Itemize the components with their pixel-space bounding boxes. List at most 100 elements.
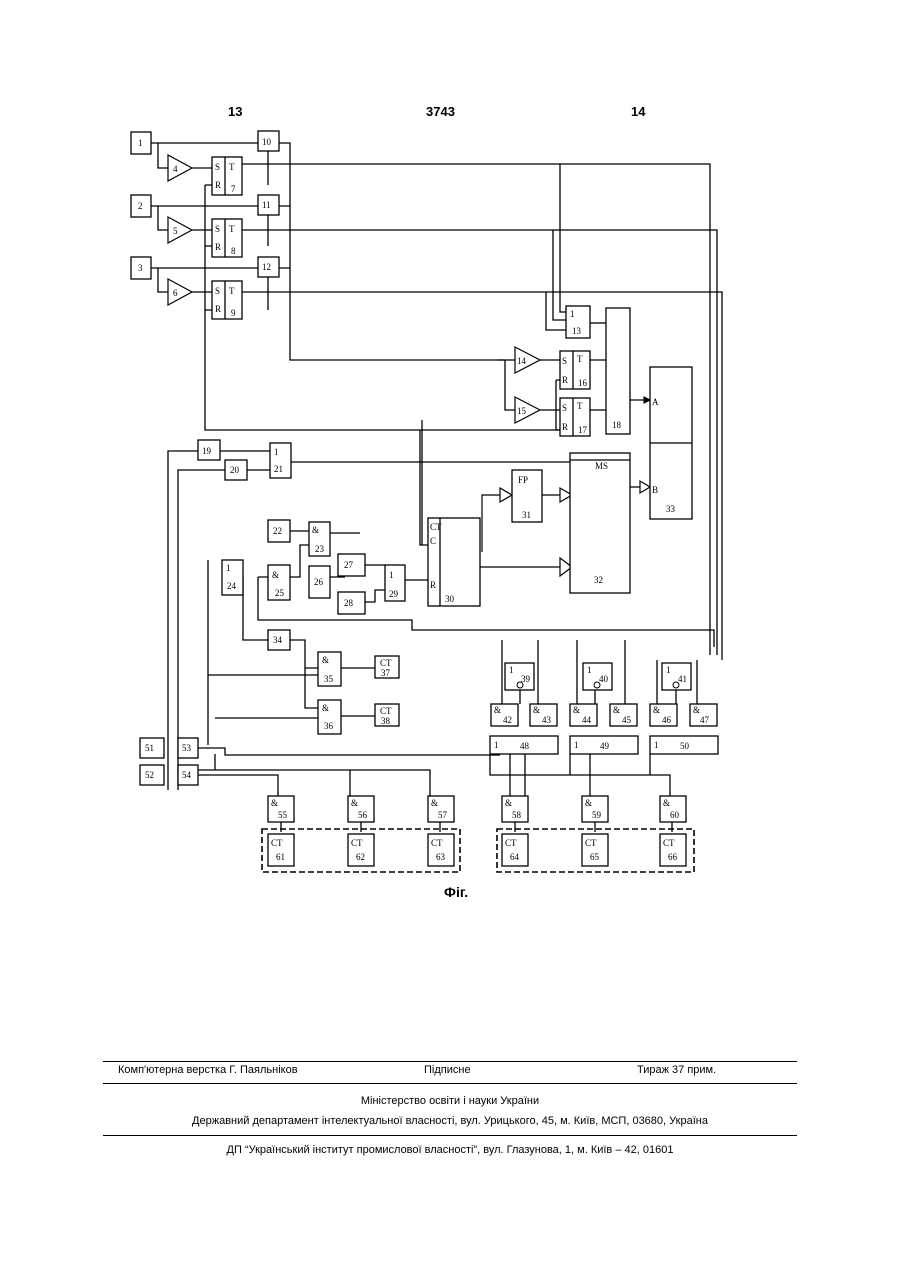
label-reset: R <box>562 422 568 432</box>
label-block-51: 51 <box>145 743 154 753</box>
label-block-10: 10 <box>262 137 272 147</box>
label-block-59: 59 <box>592 810 602 820</box>
label-block-29: 29 <box>389 589 399 599</box>
label-block-26: 26 <box>314 577 324 587</box>
footer-layout: Комп'ютерна верстка Г. Паяльніков <box>118 1064 298 1076</box>
label-block-19: 19 <box>202 446 212 456</box>
label-reset: R <box>215 180 221 190</box>
label-block-36: 36 <box>324 721 334 731</box>
label-and: & <box>322 655 329 665</box>
label-block-1: 1 <box>138 138 143 148</box>
label-set: S <box>215 162 220 172</box>
label-and: & <box>573 705 580 715</box>
label-port-b: B <box>652 485 658 495</box>
label-block-20: 20 <box>230 465 240 475</box>
label-block-54: 54 <box>182 770 192 780</box>
label-and: & <box>271 798 278 808</box>
label-block-53: 53 <box>182 743 192 753</box>
label-block-50: 50 <box>680 741 690 751</box>
label-and: & <box>505 798 512 808</box>
label-block-4: 4 <box>173 164 178 174</box>
footer-signed: Підписне <box>424 1064 471 1076</box>
label-or: 1 <box>226 563 231 573</box>
label-block-37: 37 <box>381 668 391 678</box>
label-block-57: 57 <box>438 810 448 820</box>
label-block-45: 45 <box>622 715 632 725</box>
label-and: & <box>585 798 592 808</box>
label-reset: R <box>215 304 221 314</box>
label-and: & <box>312 525 319 535</box>
label-block-24: 24 <box>227 581 237 591</box>
label-or: 1 <box>494 740 499 750</box>
inverter-bubbles <box>517 682 679 688</box>
label-block-12: 12 <box>262 262 271 272</box>
label-and: & <box>351 798 358 808</box>
label-block-15: 15 <box>517 406 527 416</box>
counter-groups <box>262 829 694 872</box>
label-and: & <box>322 703 329 713</box>
label-counter: CT <box>380 706 392 716</box>
label-or: 1 <box>389 570 394 580</box>
figure-caption: Фіг. <box>444 884 468 900</box>
label-and: & <box>613 705 620 715</box>
label-block-65: 65 <box>590 852 600 862</box>
label-block-56: 56 <box>358 810 368 820</box>
label-counter: CT <box>271 838 283 848</box>
label-block-66: 66 <box>668 852 678 862</box>
footer-rule-1 <box>103 1061 797 1062</box>
footer-circulation: Тираж 37 прим. <box>637 1064 716 1076</box>
label-block-44: 44 <box>582 715 592 725</box>
label-block-27: 27 <box>344 560 354 570</box>
label-and: & <box>693 705 700 715</box>
label-block-30: 30 <box>445 594 455 604</box>
label-block-2: 2 <box>138 201 143 211</box>
footer-ministry: Міністерство освіти і науки України <box>103 1095 797 1107</box>
label-or: 1 <box>274 447 279 457</box>
label-block-52: 52 <box>145 770 154 780</box>
label-block-60: 60 <box>670 810 680 820</box>
label-and: & <box>533 705 540 715</box>
label-block-32: 32 <box>594 575 603 585</box>
label-counter-r: R <box>430 580 436 590</box>
label-or: 1 <box>587 665 592 675</box>
label-block-55: 55 <box>278 810 288 820</box>
label-reset: R <box>562 375 568 385</box>
label-trigger: T <box>229 224 235 234</box>
label-block-49: 49 <box>600 741 610 751</box>
label-block-31: 31 <box>522 510 531 520</box>
footer-rule-3 <box>103 1135 797 1136</box>
label-ms: MS <box>595 461 608 471</box>
footer-institute: ДП “Український інститут промислової вла… <box>103 1144 797 1156</box>
label-counter: CT <box>431 838 443 848</box>
label-and: & <box>272 570 279 580</box>
label-trigger: T <box>229 162 235 172</box>
label-counter: CT <box>663 838 675 848</box>
label-block-9: 9 <box>231 308 236 318</box>
label-block-47: 47 <box>700 715 710 725</box>
label-block-23: 23 <box>315 544 325 554</box>
label-port-a: A <box>652 397 659 407</box>
label-block-33: 33 <box>666 504 676 514</box>
label-fp: FP <box>518 475 528 485</box>
label-block-14: 14 <box>517 356 527 366</box>
label-block-46: 46 <box>662 715 672 725</box>
label-block-25: 25 <box>275 588 285 598</box>
label-trigger: T <box>229 286 235 296</box>
label-and: & <box>494 705 501 715</box>
label-or: 1 <box>509 665 514 675</box>
label-and: & <box>663 798 670 808</box>
label-trigger: T <box>577 401 583 411</box>
label-set: S <box>562 356 567 366</box>
label-block-28: 28 <box>344 598 354 608</box>
label-block-17: 17 <box>578 425 588 435</box>
label-counter: CT <box>585 838 597 848</box>
label-or: 1 <box>654 740 659 750</box>
label-block-42: 42 <box>503 715 512 725</box>
label-set: S <box>562 403 567 413</box>
label-block-43: 43 <box>542 715 552 725</box>
label-or: 1 <box>666 665 671 675</box>
label-counter: CT <box>505 838 517 848</box>
label-or: 1 <box>570 309 575 319</box>
label-block-41: 41 <box>678 674 687 684</box>
label-and: & <box>653 705 660 715</box>
